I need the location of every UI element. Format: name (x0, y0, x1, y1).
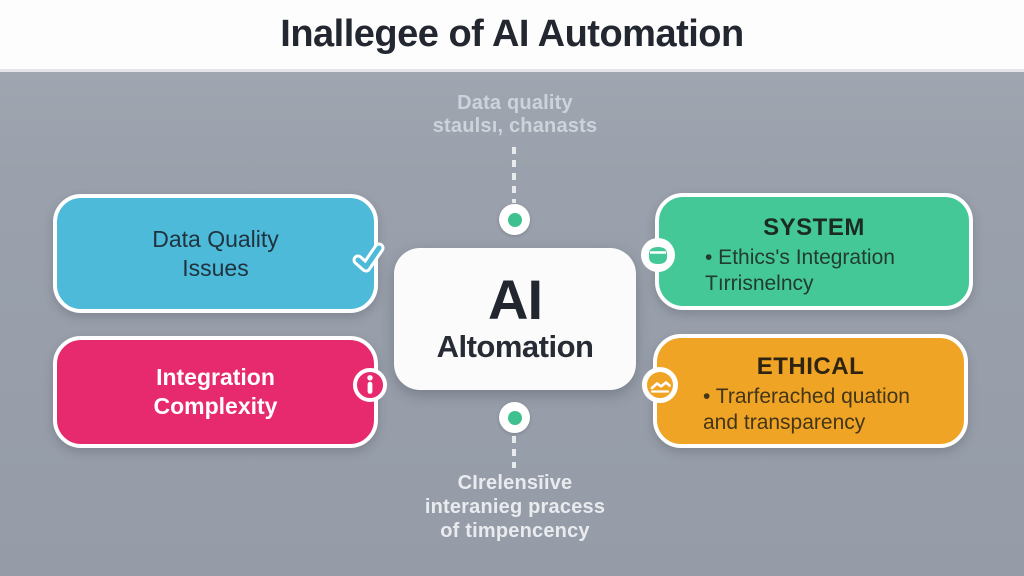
card-bullet-text: • Trarferached quation and transparency (703, 385, 910, 434)
card-integration-complexity: Integration Complexity (53, 336, 378, 448)
green-dot-icon (507, 212, 522, 227)
check-icon (352, 242, 385, 273)
connector-dashed-line-top (512, 147, 516, 203)
top-connector-label: Data quality staulsı, chanasts (362, 92, 668, 138)
card-data-quality-issues: Data Quality Issues (53, 194, 378, 313)
bottom-connector-label-line3: of timpencency (440, 520, 590, 542)
database-icon (641, 238, 675, 272)
card-bullet-text: • Ethics's Integration Tırrisnelncy (705, 246, 895, 295)
center-card-title: AI (488, 268, 543, 331)
card-label-line: Integration (156, 364, 275, 390)
bottom-connector-label-line2: interanieg pracess (424, 496, 606, 518)
header-bar: Inallegee of AI Automation (0, 0, 1024, 72)
connector-node-top (499, 204, 530, 235)
bottom-connector-label: CIrelensīive interanieg pracess of timpe… (362, 471, 668, 543)
card-heading: ETHICAL (756, 353, 865, 380)
center-card-subtitle: Altomation (436, 329, 594, 364)
card-ethical: ETHICAL • Trarferached quation and trans… (653, 334, 968, 448)
connector-dashed-line-bottom (512, 436, 516, 468)
card-label-line: Data Quality (152, 225, 279, 252)
top-connector-label-line2: staulsı, chanasts (432, 115, 598, 137)
center-ai-card: AI Altomation (394, 248, 636, 390)
page-title: Inallegee of AI Automation (280, 13, 744, 55)
handshake-icon (642, 367, 678, 403)
info-icon (353, 368, 387, 402)
connector-node-bottom (499, 402, 530, 433)
bottom-connector-label-line1: CIrelensīive (457, 472, 573, 494)
green-dot-icon (507, 410, 522, 425)
card-system: SYSTEM • Ethics's Integration Tırrisneln… (655, 193, 973, 310)
card-label-line: Issues (182, 254, 249, 281)
card-label-line: Complexity (153, 393, 278, 419)
top-connector-label-line1: Data quality (457, 92, 573, 114)
card-heading: SYSTEM (763, 214, 865, 241)
